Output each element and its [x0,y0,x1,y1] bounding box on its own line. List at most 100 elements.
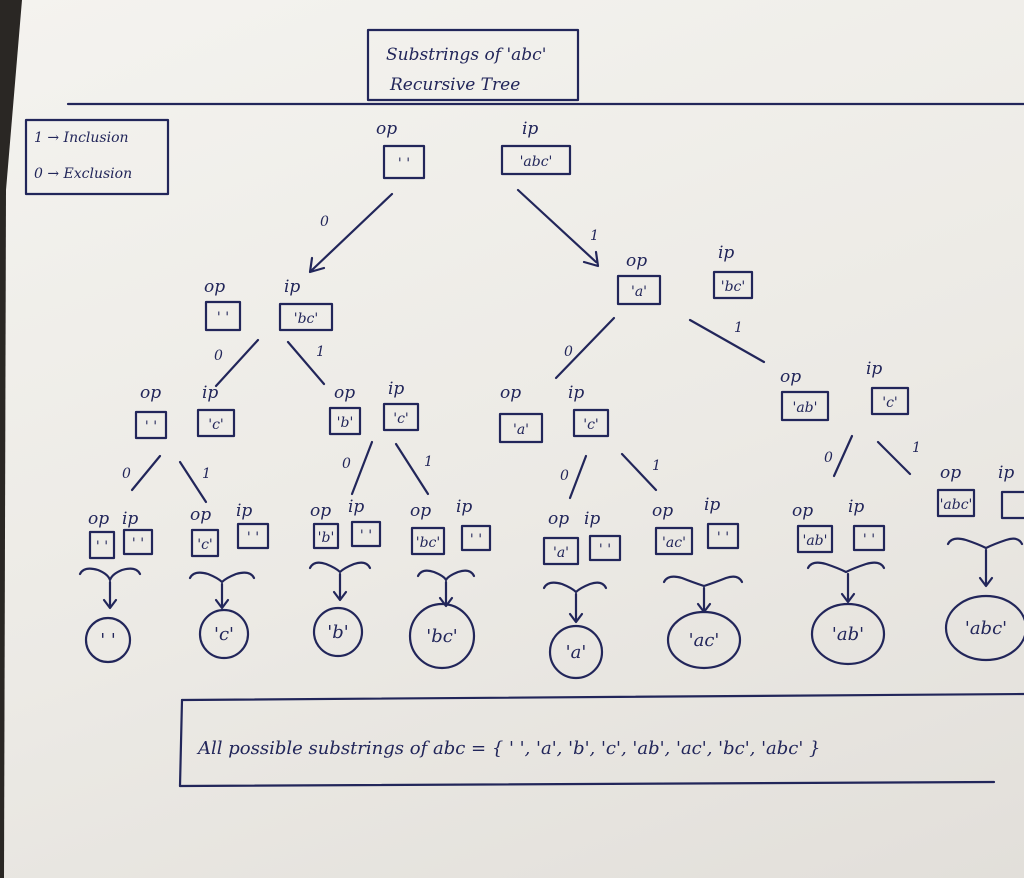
node-n010: op 'b' ip ' ' [310,497,382,550]
leaf-5: 'a' [548,624,604,680]
edge-label-0: 0 [560,468,569,484]
leaf-value: 'a' [566,642,587,663]
ip-box [712,270,754,300]
ip-value: 'c' [208,417,224,433]
ip-value: 'c' [882,395,898,411]
op-box [328,406,362,436]
legend-box: 1 → Inclusion 0 → Exclusion [24,118,170,196]
ip-value: 'c' [583,417,599,433]
title-line1: Substrings of 'abc' [386,45,546,65]
op-box [410,526,446,556]
node-n000: op ' ' ip ' ' [88,509,154,560]
op-value: 'a' [553,545,569,561]
leaf-7: 'ab' [810,602,886,666]
ip-box [382,402,420,432]
brace-arrow-7 [806,561,886,604]
edge-label-1: 1 [734,320,743,336]
op-box [780,390,830,422]
op-label: op [940,463,961,483]
op-value: 'b' [337,415,354,431]
ip-value: ' ' [599,542,611,558]
ip-box [236,522,270,550]
ip-value: 'bc' [294,311,319,327]
arrowhead [582,250,600,268]
leaf-value: 'bc' [426,626,458,647]
ip-label: ip [236,501,252,521]
edge-n11-n111 [876,440,912,476]
op-value: 'a' [631,284,647,300]
op-box [498,412,544,444]
op-value: 'bc' [416,535,441,551]
ip-box [500,144,572,176]
op-label: op [140,383,161,403]
leaf-value: 'ab' [832,624,864,645]
brace-arrow-1 [78,567,142,610]
edge-n1-n10 [554,316,616,380]
op-value: 'b' [318,530,335,546]
op-label: op [792,501,813,521]
ip-value: 'abc' [520,154,553,170]
summary-box: All possible substrings of abc = { ' ', … [178,692,1024,788]
title-box: Substrings of 'abc' Recursive Tree [366,28,580,102]
leaf-value: 'abc' [965,618,1007,639]
op-box [936,488,976,518]
ip-value: ' ' [247,530,259,546]
edge-n11-n110 [832,434,854,478]
ip-label: ip [704,495,720,515]
op-label: op [204,277,225,297]
node-n100: op 'a' ip ' ' [542,509,622,566]
op-label: op [376,119,397,139]
ip-label: ip [584,509,600,529]
ip-value: 'bc' [721,279,746,295]
edges-level-2: 0 1 0 1 0 1 0 1 [122,434,921,504]
node-root: op ' ' ip 'abc' [376,119,572,180]
op-value: 'abc' [940,497,973,513]
edge-label-1: 1 [590,228,599,244]
leaf-results: ' ' 'c' 'b' 'bc' 'a' 'ac' 'ab' 'abc' [84,594,1024,680]
ip-value: ' ' [132,536,144,552]
edge-n10-n100 [568,454,588,500]
ip-label: ip [866,359,882,379]
op-value: 'c' [197,537,213,553]
node-n01: op 'b' ip 'c' [328,379,420,436]
edge-label-1: 1 [316,344,325,360]
edge-label-0: 0 [122,466,131,482]
ip-value: ' ' [717,530,729,546]
ip-box [588,534,622,562]
leaf-value: 'c' [214,624,234,645]
op-value: ' ' [398,156,410,172]
ip-label: ip [568,383,584,403]
node-n0: op ' ' ip 'bc' [204,277,334,332]
edge-n0-n01 [286,340,326,386]
leaf-4: 'bc' [408,602,476,670]
op-box [654,526,694,556]
node-n10: op 'a' ip 'c' [498,383,610,444]
brace-arrow-4 [416,569,476,608]
ip-box [460,524,492,552]
leaf-8: 'abc' [944,594,1024,662]
ip-box [1000,490,1024,520]
op-box [88,530,116,560]
node-n00: op ' ' ip 'c' [134,383,236,440]
edge-label-1: 1 [202,466,211,482]
brace-arrow-5 [542,581,608,624]
node-n111: op 'abc' ip [936,463,1024,520]
ip-label: ip [456,497,472,517]
ip-box [852,524,886,552]
ip-label: ip [284,277,300,297]
op-value: ' ' [96,539,108,555]
edge-n01-n010 [350,440,374,496]
node-n101: op 'ac' ip ' ' [652,495,740,556]
ip-box [572,408,610,438]
op-label: op [500,383,521,403]
ip-box [196,408,236,438]
legend-inclusion: 1 → Inclusion [34,130,129,146]
edge-label-0: 0 [564,344,573,360]
ip-box [706,522,740,550]
ip-label: ip [202,383,218,403]
op-label: op [310,501,331,521]
op-value: ' ' [145,419,157,435]
ip-label: ip [348,497,364,517]
ip-value: 'c' [393,411,409,427]
